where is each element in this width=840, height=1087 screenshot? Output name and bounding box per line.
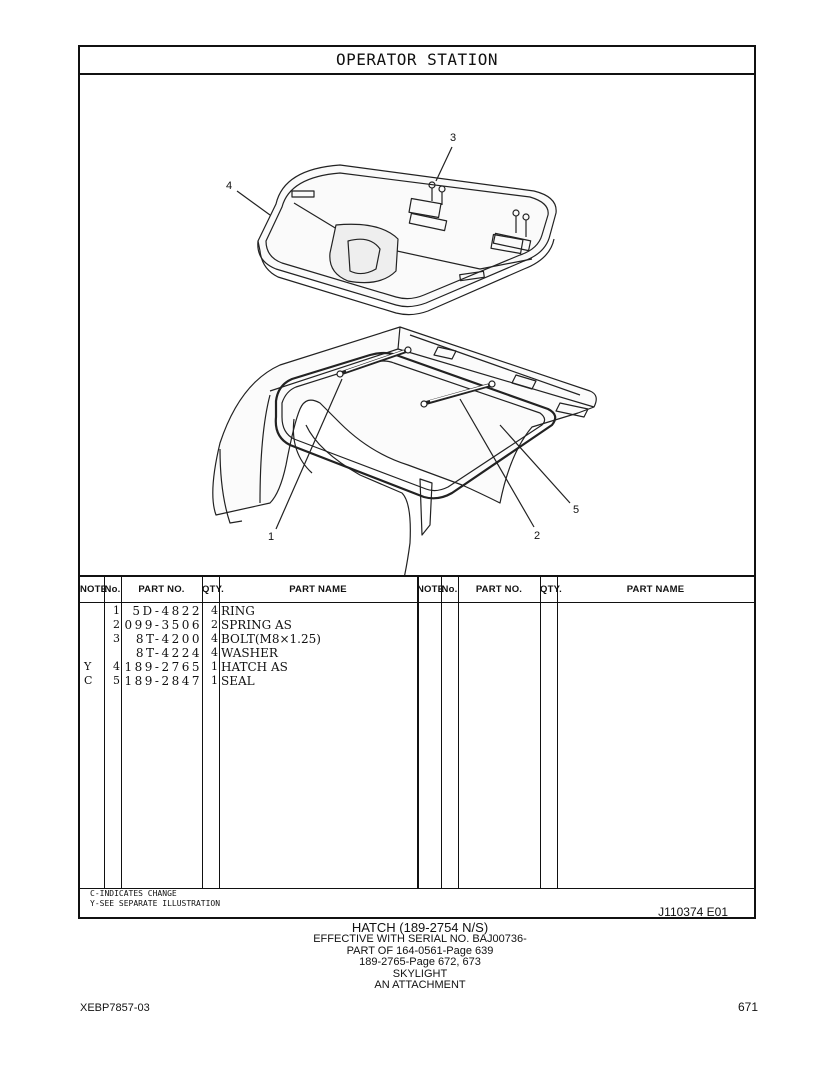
callout-5: 5	[573, 504, 579, 516]
section-title: OPERATOR STATION	[80, 47, 754, 75]
seal-outline-drawing	[274, 351, 557, 500]
document-id: XEBP7857-03	[80, 1002, 150, 1014]
caption-title: HATCH (189-2754 N/S)	[351, 920, 489, 935]
caption-line: SKYLIGHT	[392, 967, 448, 980]
parts-page-frame: OPERATOR STATION	[78, 45, 756, 919]
callout-3: 3	[450, 132, 456, 144]
footnote-change: C-INDICATES CHANGE	[90, 889, 177, 898]
parts-list-table: NOTE No. PART NO. QTY. PART NAME NOTE No…	[80, 575, 754, 889]
footnote-see-illustration: Y-SEE SEPARATE ILLUSTRATION	[90, 899, 221, 908]
hatch-panel-drawing	[257, 164, 557, 316]
caption-line: AN ATTACHMENT	[374, 979, 466, 991]
col-header-qty: QTY.	[202, 584, 224, 595]
col-header-part-no: PART NO.	[138, 584, 185, 595]
caption-line: EFFECTIVE WITH SERIAL NO. BAJ00736-	[313, 933, 527, 945]
col-header-part-name-right: PART NAME	[626, 584, 685, 595]
col-header-qty-right: QTY.	[540, 584, 562, 595]
caption-line: PART OF 164-0561-Page 639	[346, 944, 494, 957]
callout-1: 1	[268, 531, 274, 543]
col-header-part-name: PART NAME	[289, 584, 347, 595]
exploded-view-illustration: 3 4 1 2 5	[212, 132, 597, 575]
col-header-no-right: No.	[441, 584, 458, 595]
illustration-code: J110374 E01	[658, 905, 728, 919]
callout-2: 2	[534, 530, 540, 542]
page-caption: HATCH (189-2754 N/S) EFFECTIVE WITH SERI…	[0, 921, 840, 992]
col-header-no: No.	[104, 584, 121, 595]
page-number: 671	[738, 1000, 759, 1014]
col-header-note: NOTE	[80, 584, 108, 595]
footnotes: C-INDICATES CHANGE Y-SEE SEPARATE ILLUST…	[90, 889, 220, 909]
col-header-note-right: NOTE	[417, 584, 445, 595]
caption-line: 189-2765-Page 672, 673	[359, 956, 481, 968]
callout-4: 4	[226, 180, 232, 192]
col-header-part-no-right: PART NO.	[475, 584, 523, 595]
